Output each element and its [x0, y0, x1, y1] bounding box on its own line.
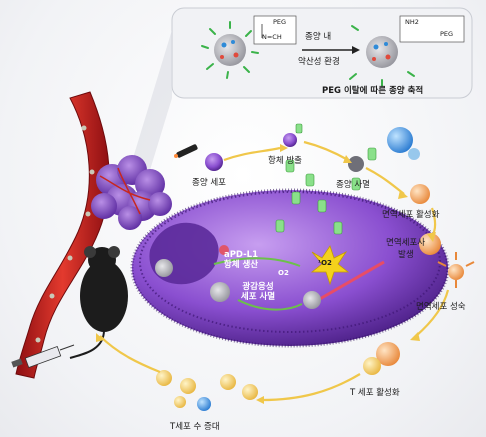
label-apdl1-line2: 항체 생산	[223, 260, 259, 270]
laser-beam	[317, 260, 385, 302]
t-cell-activation-icon	[376, 342, 400, 366]
label-pdt-line1: 광감응성	[242, 282, 274, 292]
label-immune-activation: 면역세포 활성화	[382, 210, 440, 220]
label-tumor-cell: 종양 세포	[192, 178, 226, 188]
inset-arrow-label-bottom: 약산성 환경	[298, 57, 340, 67]
label-t-cell-activation: T 세포 활성화	[350, 388, 400, 398]
label-immune-maturation: 면역세포 성숙	[416, 302, 466, 312]
blood-vessel	[15, 91, 110, 379]
inset-peg-label-right: PEG	[440, 30, 454, 38]
circulating-nanoparticles	[35, 125, 95, 343]
antibody-release-icon	[283, 133, 297, 147]
cancer-cell	[132, 190, 448, 346]
t-cell-proliferation-icons	[156, 370, 258, 411]
label-o2: O2	[278, 269, 289, 277]
immune-activation-icon	[410, 184, 430, 204]
tumor-mass	[91, 155, 172, 230]
label-apdl1-line1: aPD-L1	[223, 250, 259, 260]
inset-nh2-label: NH2	[405, 18, 419, 26]
label-antibody-release: 항체 방출	[268, 156, 302, 166]
amine-aldehyde-structure	[399, 15, 465, 43]
label-tumor-death: 종양 사멸	[336, 180, 370, 190]
inset-imine-label: N=CH	[262, 33, 282, 41]
inset-peg-label-left: PEG	[273, 18, 287, 26]
inset-arrow-label-top: 종양 내	[305, 32, 332, 42]
immune-cell-recruit-icon	[419, 233, 441, 255]
tumor-cell-icon	[205, 153, 223, 171]
inset-callout-beam	[130, 30, 172, 170]
singlet-oxygen-burst	[310, 245, 350, 286]
label-t-cell-proliferation: T세포 수 증대	[170, 422, 220, 432]
tumor-death-icon	[348, 156, 364, 172]
inset-caption: PEG 이탈에 따른 종양 축적	[322, 86, 424, 96]
uptake-arrow	[213, 257, 301, 267]
label-immune-death-1: 면역세포사	[386, 238, 426, 248]
antibody-fragments	[275, 147, 377, 235]
immune-cell-icon	[387, 127, 413, 153]
label-apdl1-production: aPD-L1 항체 생산	[218, 250, 264, 270]
label-photosensitive-death: 광감응성 세포 사멸	[234, 282, 282, 302]
laser-device-icon	[174, 144, 198, 158]
peg-nanoparticle-icon	[201, 21, 259, 79]
label-immune-death-2: 발생	[398, 250, 414, 260]
mature-immune-cell-icon	[437, 252, 475, 288]
mouse-icon	[69, 246, 128, 359]
label-pdt-line2: 세포 사멸	[240, 292, 276, 302]
label-singlet-oxygen: ¹O2	[318, 259, 332, 267]
syringe-icon	[11, 344, 75, 369]
imine-bond-structure	[253, 15, 297, 45]
nanoparticles-in-cell	[155, 245, 321, 309]
